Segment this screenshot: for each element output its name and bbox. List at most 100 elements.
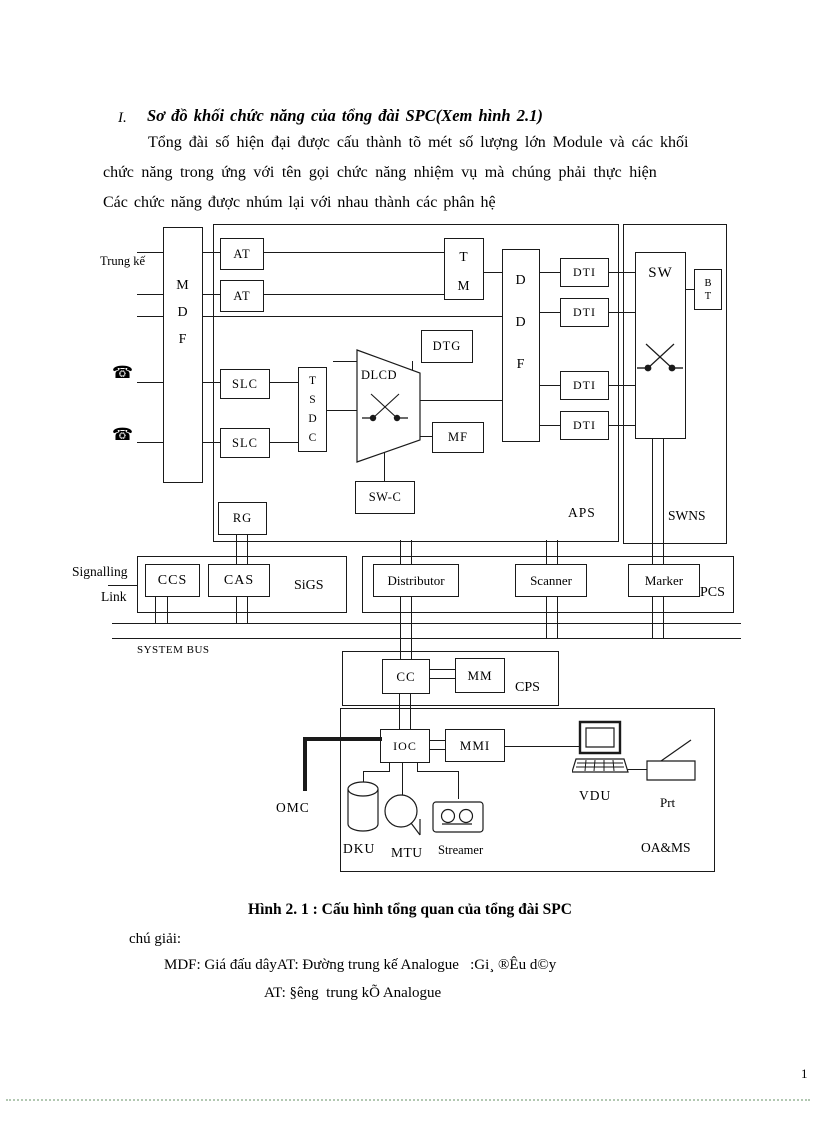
sw-marker-bus-line-a <box>652 437 653 638</box>
dti-box-2: DTI <box>560 298 609 327</box>
cc-ioc-line-a <box>399 692 400 730</box>
printer-icon <box>643 733 699 783</box>
bt-box: B T <box>694 269 722 310</box>
signalling-link-line <box>108 585 138 586</box>
dti-box-3: DTI <box>560 371 609 400</box>
legend-line-2: AT: §êng trung kÕ Analogue <box>264 985 442 1001</box>
sw-marker-bus-line-b <box>663 437 664 638</box>
system-bus-label: SYSTEM BUS <box>137 644 210 656</box>
cc-mm-link-b <box>428 678 455 679</box>
dku-drop <box>363 771 364 783</box>
ioc-mmi-link-b <box>428 749 445 750</box>
streamer-label: Streamer <box>438 843 484 857</box>
ccs-box: CCS <box>145 564 200 597</box>
tape-reel-icon <box>383 792 423 840</box>
dku-label: DKU <box>343 841 376 856</box>
mm-box: MM <box>455 658 505 693</box>
dti-box-4: DTI <box>560 411 609 440</box>
dlcd-concentrator-shape <box>352 344 428 468</box>
distributor-cc-line-b <box>411 540 412 660</box>
mmi-box: MMI <box>445 729 505 762</box>
sigs-subsystem-box <box>137 556 347 613</box>
legend-intro: chú giải: <box>129 931 182 947</box>
swns-label: SWNS <box>668 508 706 523</box>
cc-ioc-line-b <box>410 692 411 730</box>
sw-label: SW <box>648 265 673 281</box>
ioc-mtu-link <box>402 761 403 795</box>
swc-box: SW-C <box>355 481 415 514</box>
mf-box: MF <box>432 422 484 453</box>
at-box-1: AT <box>220 238 264 270</box>
sigs-label: SiGS <box>294 578 324 593</box>
marker-box: Marker <box>628 564 700 597</box>
slc-box-1: SLC <box>220 369 270 399</box>
tsdc-box: T S D C <box>298 367 327 452</box>
dtg-box: DTG <box>421 330 473 363</box>
sw-bt-link <box>684 289 694 290</box>
subscriber-line-1 <box>137 382 298 383</box>
link-label: Link <box>101 589 127 604</box>
vdu-prt-link <box>627 769 647 770</box>
mtu-label: MTU <box>391 845 423 860</box>
dlcd-mf-link <box>420 436 433 437</box>
ioc-box: IOC <box>380 729 430 763</box>
figure-caption: Hình 2. 1 : Cấu hình tổng quan của tổng … <box>248 901 572 918</box>
monitor-icon <box>572 720 630 778</box>
mmi-vdu-link <box>503 746 580 747</box>
omc-link-horizontal <box>303 737 382 741</box>
slc-box-2: SLC <box>220 428 270 458</box>
dlcd-label: DLCD <box>361 368 398 382</box>
prt-label: Prt <box>660 795 676 810</box>
tm-box: T M <box>444 238 484 300</box>
crossbar-switch-icon <box>636 338 685 372</box>
oams-label: OA&MS <box>641 840 691 855</box>
vdu-label: VDU <box>579 788 612 803</box>
aps-subsystem-box <box>213 224 619 542</box>
distributor-box: Distributor <box>373 564 459 597</box>
dlcd-input-stub <box>333 361 358 362</box>
swns-subsystem-box <box>623 224 727 544</box>
paragraph-line-1: Tổng đài số hiện đại được cấu thành tõ m… <box>148 134 689 151</box>
system-bus-line-2 <box>112 638 741 639</box>
paragraph-line-3: Các chức năng được nhúm lại với nhau thà… <box>103 194 496 211</box>
heading-numeral: I. <box>118 110 127 126</box>
sw-box: SW <box>635 252 686 439</box>
mdf-box: M D F <box>163 227 203 483</box>
omc-label: OMC <box>276 800 310 815</box>
cc-box: CC <box>382 659 430 694</box>
dlcd-ddf-link <box>420 400 502 401</box>
ddf-box: D D F <box>502 249 540 442</box>
cas-box: CAS <box>208 564 270 597</box>
page-number: 1 <box>801 1066 808 1081</box>
page-title: Sơ đồ khối chức năng của tổng đài SPC(Xe… <box>147 106 543 125</box>
ccs-bus-line-b <box>167 595 168 624</box>
trunk-line-3 <box>137 316 502 317</box>
streamer-drop <box>458 771 459 799</box>
system-bus-line-1 <box>112 623 741 624</box>
dti-box-1: DTI <box>560 258 609 287</box>
oams-subsystem-box <box>340 708 715 872</box>
paragraph-line-2: chức năng trong ứng với tên gọi chức năn… <box>103 164 657 181</box>
ioc-branch-right-v <box>417 761 418 772</box>
at-box-2: AT <box>220 280 264 312</box>
trunk-line-1 <box>137 252 444 253</box>
ioc-streamer-link <box>417 771 458 772</box>
tsdc-dlcd-link <box>327 410 358 411</box>
trunk-line-2 <box>137 294 444 295</box>
cps-label: CPS <box>515 680 540 695</box>
pcs-label: PCS <box>700 585 725 600</box>
dtg-stub <box>412 361 413 370</box>
telephone-icon: ☎ <box>112 425 134 445</box>
cps-subsystem-box <box>342 651 559 706</box>
trung-ke-label: Trung kế <box>100 254 146 268</box>
ioc-branch-left-v <box>389 761 390 772</box>
telephone-icon: ☎ <box>112 363 134 383</box>
signalling-label: Signalling <box>72 564 128 579</box>
legend-line-1: MDF: Giá đấu dâyAT: Đường trung kế Analo… <box>164 957 557 973</box>
subscriber-line-2 <box>137 442 298 443</box>
pcs-subsystem-box <box>362 556 734 613</box>
cassette-icon <box>432 797 486 835</box>
tm-ddf-link <box>484 272 502 273</box>
distributor-cc-line-a <box>400 540 401 660</box>
footer-divider <box>6 1099 810 1101</box>
